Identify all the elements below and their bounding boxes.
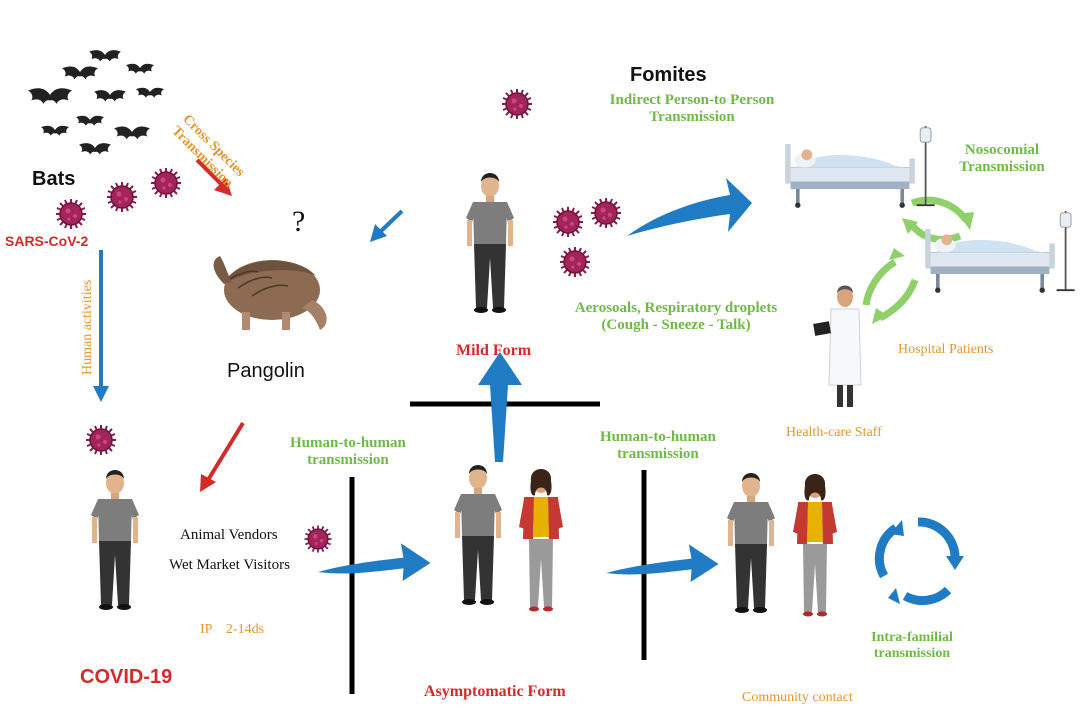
bat-icon-group [28,50,164,155]
pangolin-label: Pangolin [227,360,305,382]
mild-form-label: Mild Form [456,342,532,359]
asymptomatic-to-mild-arrow [478,352,522,462]
question-mark: ? [292,205,306,238]
doctor-icon [813,285,862,407]
bat-icon [94,90,126,102]
nosocomial-arrow [627,178,752,236]
virus-icon [150,167,182,199]
person-icon [454,465,502,605]
human-to-pangolin-arrow [370,209,404,242]
cross-species-arrow [195,158,232,196]
woman-icon [519,469,563,612]
sars-cov-2-label: SARS-CoV-2 [5,233,89,249]
virus-icon [85,424,117,456]
bat-icon [79,143,111,155]
bat-icon [62,66,98,80]
virus-icon [55,198,87,230]
wet-market-visitors-label: Wet Market Visitors [169,557,290,573]
transmission-arrow-2 [606,544,719,582]
virus-icon [501,88,533,120]
virus-icon [106,181,138,213]
pangolin-to-human-arrow [200,421,245,492]
intra-familial-label: Intra-familial transmission [871,630,953,662]
nosocomial-label: Nosocomial Transmission [959,142,1045,176]
bat-icon [136,87,164,98]
transmission-arrow-1 [318,543,431,581]
human-to-human-label-2: Human-to-human transmission [600,429,716,463]
asymptomatic-form-label: Asymptomatic Form [424,683,566,700]
bat-icon [114,126,150,140]
cycle-arrows-icon [874,517,964,606]
covid19-label: COVID-19 [80,666,173,688]
person-icon [727,473,775,613]
bat-icon [76,115,104,126]
human-to-human-label-1: Human-to-human transmission [290,435,406,469]
human-activities-arrow [93,250,109,402]
hospital-bed-icon [784,125,936,209]
bat-icon [89,50,121,62]
incubation-period-label: IP 2-14ds [200,622,265,637]
bats-label: Bats [32,168,76,190]
indirect-transmission-label: Indirect Person-to Person Transmission [609,92,775,126]
hospital-patients-label: Hospital Patients [898,342,994,357]
person-icon [466,173,514,313]
health-care-staff-label: Health-care Staff [786,425,882,440]
human-activities-label: Human activities [80,279,95,375]
fomites-label: Fomites [630,64,707,86]
bat-icon [41,125,69,136]
aerosols-label: Aerosoals, Respiratory droplets (Cough -… [574,300,778,334]
person-icon [91,470,139,610]
virus-icon [303,524,333,554]
animal-vendors-label: Animal Vendors [180,527,278,543]
virus-icon [590,197,622,229]
pangolin-icon [213,256,327,330]
hospital-bed-icon [924,210,1076,294]
woman-icon [793,474,837,617]
community-contact-label: Community contact [742,690,853,705]
bat-icon [28,88,72,104]
virus-icon [559,246,591,278]
virus-icon [552,206,584,238]
bat-icon [126,63,154,74]
